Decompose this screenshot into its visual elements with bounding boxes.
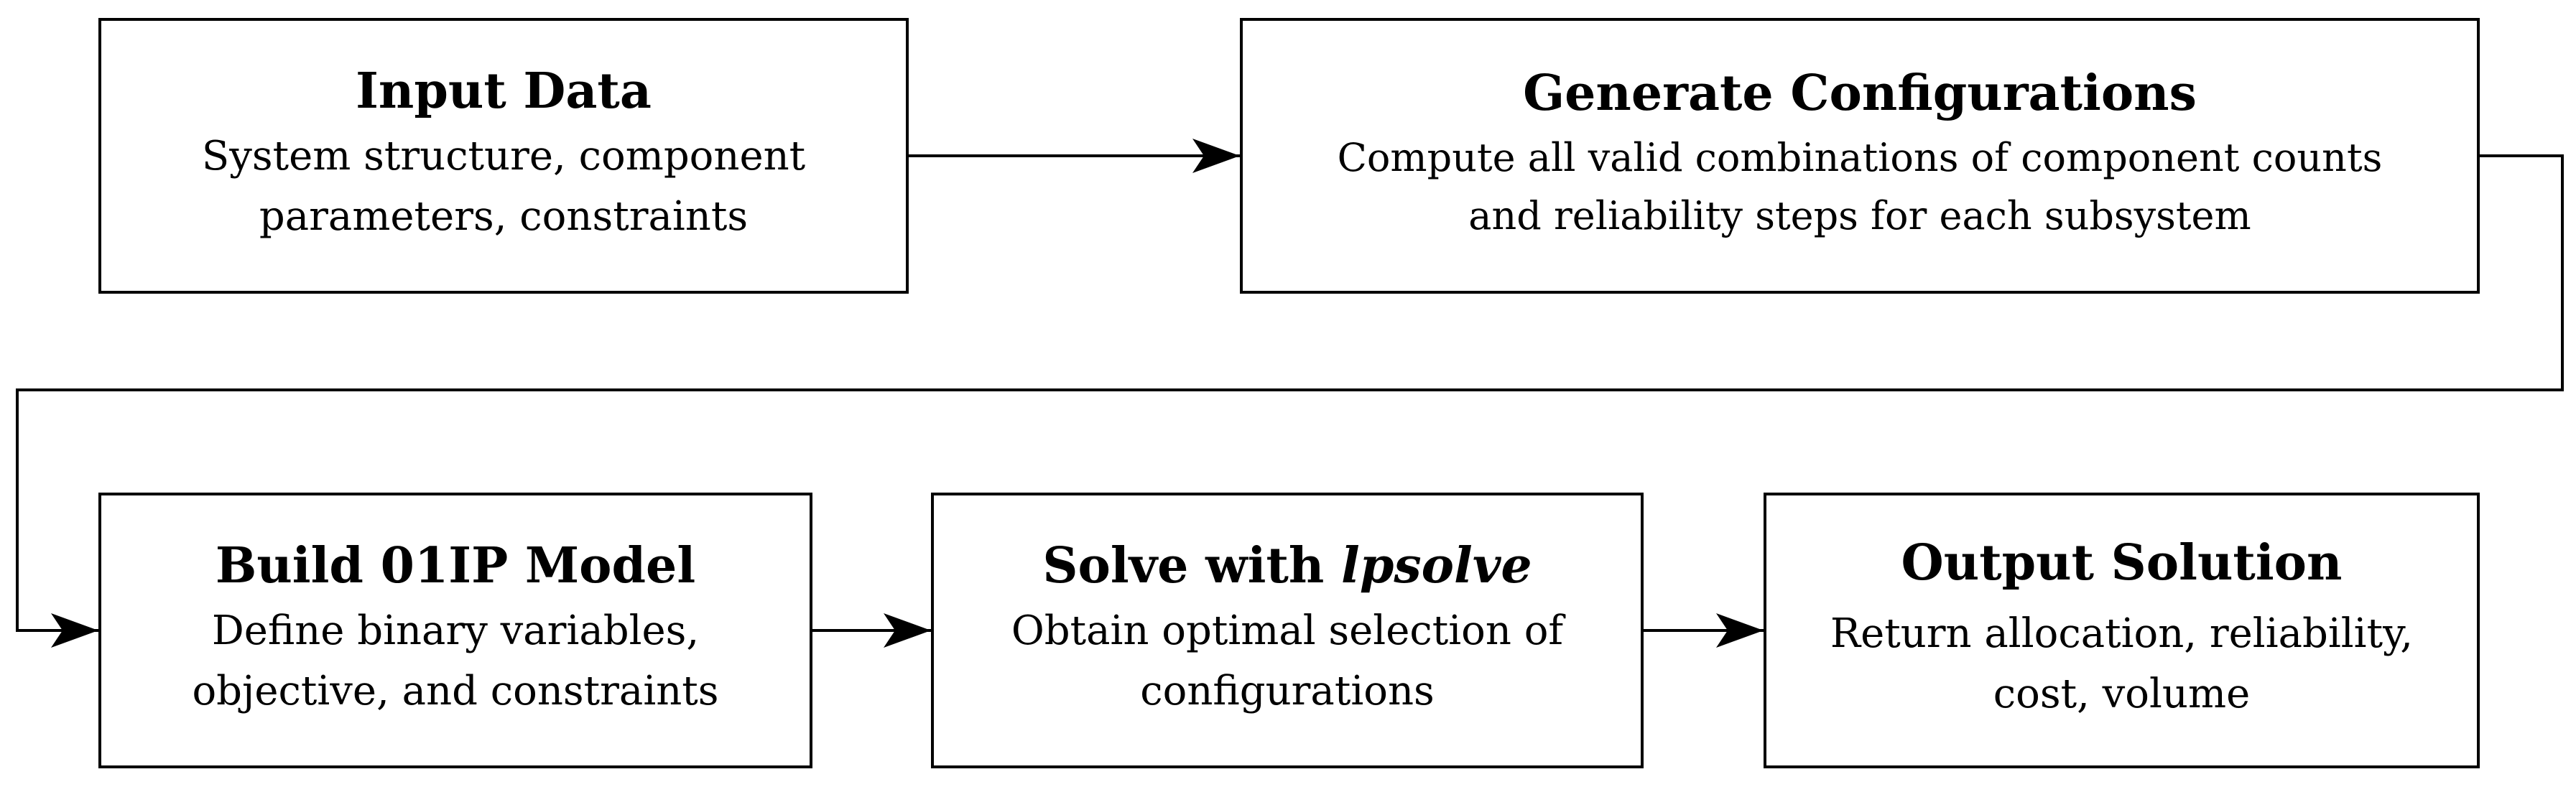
edge-generate-to-build	[16, 154, 2564, 632]
edge-build-to-solve-head	[884, 613, 931, 648]
node-description-line: Compute all valid combinations of compon…	[1337, 135, 2383, 181]
node-description-line: Obtain optimal selection of	[1011, 607, 1564, 655]
node-input-data: Input Data System structure, component p…	[98, 18, 909, 294]
node-title: Output Solution	[1901, 534, 2343, 592]
node-output-solution: Output Solution Return allocation, relia…	[1764, 493, 2480, 768]
node-description-line: cost, volume	[1993, 671, 2251, 718]
edge-solve-to-output-head	[1716, 613, 1764, 648]
node-title-prefix: Solve with	[1042, 536, 1341, 595]
node-title: Input Data	[356, 62, 652, 120]
node-solve: Solve with lpsolve Obtain optimal select…	[931, 493, 1644, 768]
node-description-line: configurations	[1140, 668, 1435, 715]
node-generate-configurations: Generate Configurations Compute all vali…	[1240, 18, 2480, 294]
node-description-line: objective, and constraints	[192, 668, 719, 715]
node-title-italic: lpsolve	[1341, 536, 1532, 595]
node-description-line: System structure, component	[201, 133, 806, 180]
edge-generate-to-build-head	[51, 613, 98, 648]
node-description-line: parameters, constraints	[259, 193, 749, 241]
node-description-line: Define binary variables,	[211, 607, 700, 655]
node-title: Generate Configurations	[1523, 64, 2197, 122]
node-title: Solve with lpsolve	[1042, 539, 1532, 593]
node-description-line: and reliability steps for each subsystem	[1468, 193, 2251, 239]
node-build-model: Build 01IP Model Define binary variables…	[98, 493, 812, 768]
edge-input-to-generate-head	[1192, 139, 1240, 173]
node-title: Build 01IP Model	[215, 536, 696, 595]
node-description-line: Return allocation, reliability,	[1830, 610, 2414, 658]
